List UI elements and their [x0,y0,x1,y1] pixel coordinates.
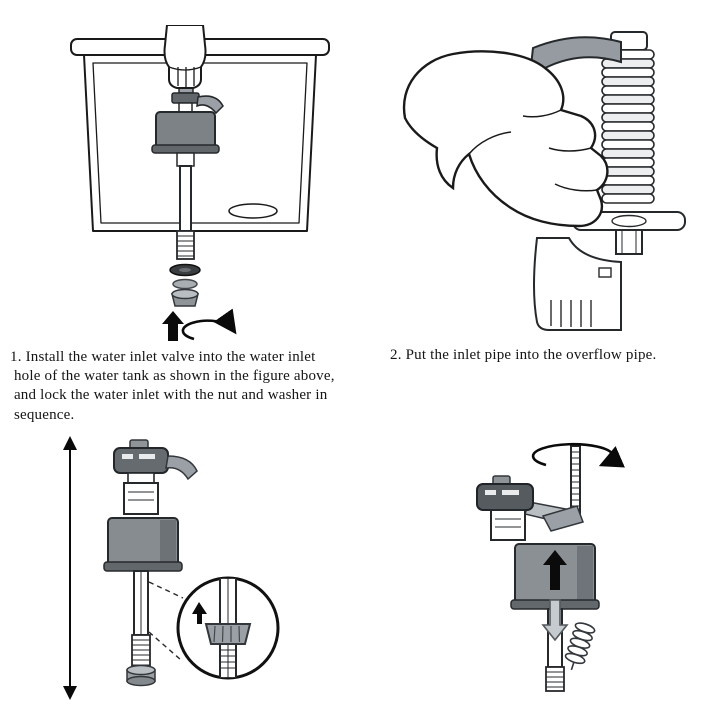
mounting-nut [126,664,156,687]
step2-caption: 2. Put the inlet pipe into the overflow … [390,347,657,363]
lock-nut [171,288,199,307]
step1-caption: 1. Install the water inlet valve into th… [10,349,335,423]
valve-lever [165,455,198,481]
detail-arrow [192,602,207,624]
threaded-shank [545,666,565,692]
tank-install-illustration [70,25,330,341]
figure-valve-adjustment [425,432,690,717]
valve-shaft [179,165,192,232]
metal-washer [172,278,198,290]
inlet-pipe-illustration [402,31,686,331]
magnifier-detail [176,576,280,680]
down-arrow [541,599,569,642]
up-arrow [543,550,567,590]
rotate-arrow [181,308,237,341]
hand [402,50,609,228]
figure-tank-install [55,25,345,347]
valve-cap [113,447,169,474]
tank-oval-mark [228,203,278,219]
figure-valve-height-detail [52,432,292,717]
float-cup [155,111,216,150]
magnifier-leads [148,581,184,661]
rotate-arrow [531,442,625,468]
overflow-pipe-lower [615,229,643,255]
figure-inlet-pipe [385,22,695,340]
inlet-valve [151,84,224,260]
valve-adjustment-illustration [476,442,625,692]
up-arrow [162,311,184,341]
overflow-flange [572,211,686,231]
inlet-pipe [529,36,622,70]
inlet-valve [103,439,198,687]
valve-lever [196,95,224,115]
valve-cap [476,483,534,511]
hand [163,25,207,89]
valve-housing [533,237,622,331]
valve-height-illustration [63,436,280,700]
threaded-shank [176,230,195,260]
spring [564,622,596,671]
height-arrow [63,436,77,700]
lock-ring [204,623,252,645]
washer-and-nut [169,263,201,307]
